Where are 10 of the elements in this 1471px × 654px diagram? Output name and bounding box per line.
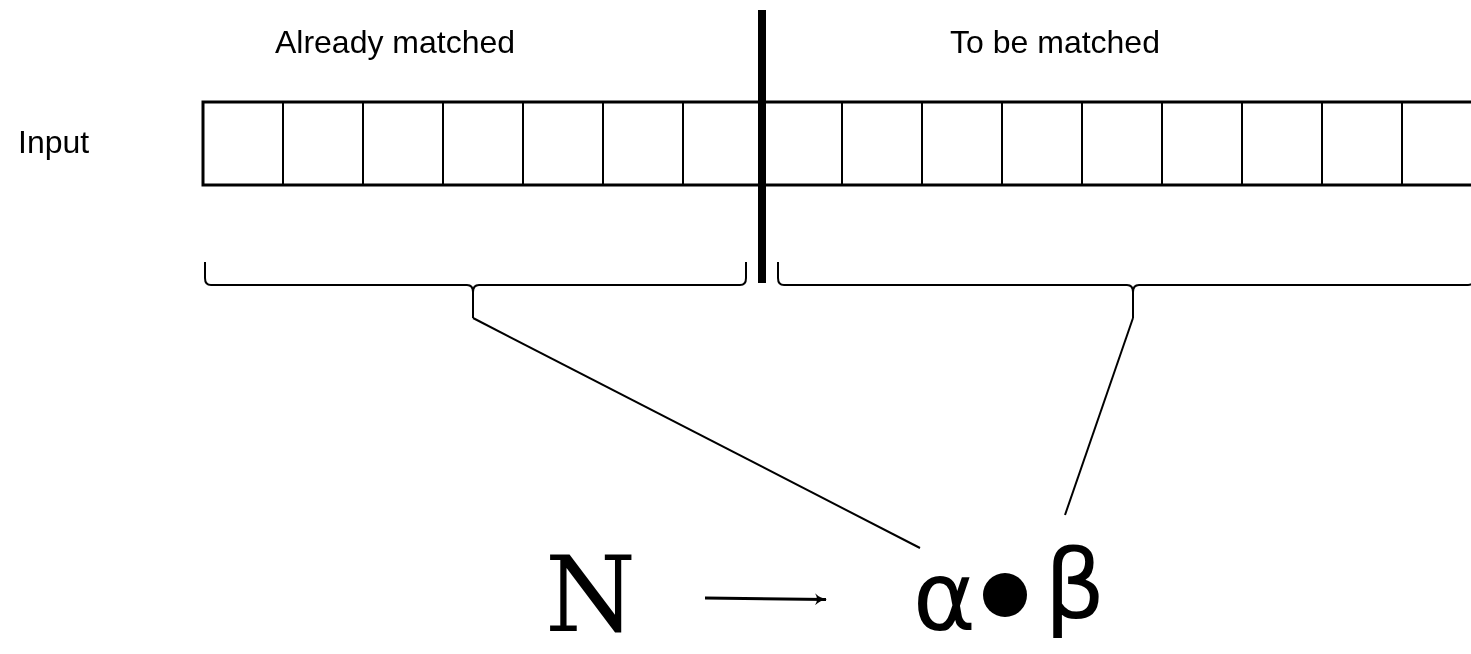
symbol-text: β [1043,528,1107,643]
symbol-text: α [911,548,976,645]
label-text: Input [18,126,90,158]
label-text: To be matched [950,26,1160,58]
label-text: Already matched [274,26,516,58]
symbol-text: N [545,545,637,645]
leader-line [1064,317,1134,516]
curly-brace [203,260,748,320]
curly-brace [776,260,1471,320]
leader-line [472,317,921,549]
